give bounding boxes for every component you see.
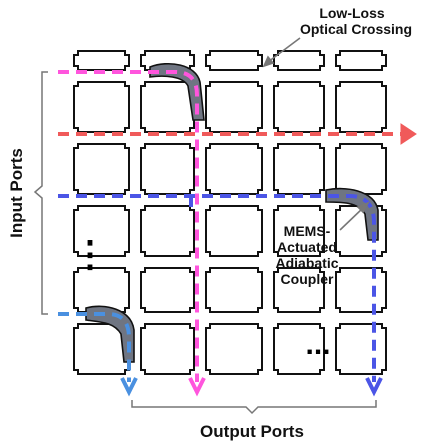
coupler-callout-line	[339, 206, 365, 231]
waveguide-cell	[273, 81, 325, 133]
light-blue-arrow-head	[120, 377, 138, 397]
coupler-label-line4: Coupler	[281, 271, 334, 287]
horizontal-ellipsis: ...	[305, 328, 330, 361]
waveguide-cell	[73, 267, 130, 313]
waveguide-cell	[335, 267, 387, 313]
waveguide-cell	[273, 143, 325, 195]
waveguide-cell	[140, 205, 195, 257]
brackets	[33, 71, 377, 415]
blue-arrow-head	[365, 377, 383, 397]
coupler-label-line2: Actuated	[277, 239, 337, 255]
waveguide-cell	[335, 205, 387, 257]
waveguide-cell	[73, 81, 130, 133]
crossing-label-line1: Low-Loss	[319, 5, 385, 21]
crossing-callout-line	[267, 37, 301, 63]
waveguide-cell	[140, 81, 195, 133]
waveguide-cell	[335, 143, 387, 195]
crossing-label-line2: Optical Crossing	[300, 21, 412, 37]
waveguide-cell	[273, 323, 325, 375]
waveguide-cell	[335, 323, 387, 375]
waveguide-cell	[140, 143, 195, 195]
waveguide-cell	[140, 323, 195, 375]
waveguide-cell	[273, 267, 325, 313]
coupler-bottom-left	[85, 305, 135, 363]
output-bracket	[131, 400, 377, 415]
waveguide-cell	[73, 143, 130, 195]
waveguide-cell	[273, 205, 325, 257]
coupler-callout-arrow	[356, 201, 370, 214]
waveguide-cell	[73, 50, 130, 71]
waveguide-cell	[205, 205, 263, 257]
input-bracket	[33, 71, 48, 315]
magenta-arrow-head	[188, 377, 206, 397]
output-ports-label: Output Ports	[200, 422, 304, 441]
crossing-callout-arrow	[262, 55, 275, 68]
input-ports-label: Input Ports	[7, 148, 26, 238]
callouts	[262, 37, 370, 231]
waveguide-cell	[205, 81, 263, 133]
red-arrow-head	[400, 123, 417, 145]
waveguide-cell	[335, 81, 387, 133]
waveguide-cell	[205, 323, 263, 375]
waveguide-cell	[205, 50, 263, 71]
arrow-heads	[120, 123, 417, 397]
light-paths	[58, 70, 402, 382]
coupler-label-line3: Adiabatic	[275, 255, 338, 271]
magenta-path	[58, 70, 199, 382]
waveguide-cell	[205, 267, 263, 313]
vertical-ellipsis: ⋮	[72, 233, 108, 274]
waveguide-cell	[335, 50, 387, 71]
waveguide-cell	[140, 267, 195, 313]
waveguide-cell	[73, 205, 130, 257]
waveguide-cell	[205, 143, 263, 195]
waveguide-cell	[273, 50, 325, 71]
coupler-label-line1: MEMS-	[284, 223, 331, 239]
